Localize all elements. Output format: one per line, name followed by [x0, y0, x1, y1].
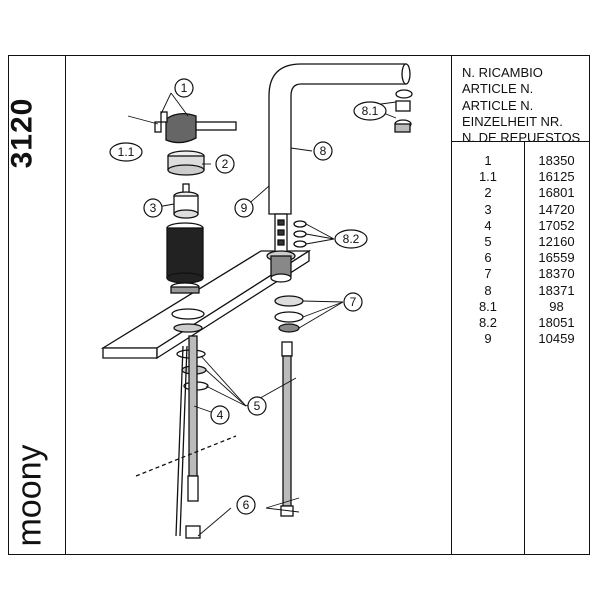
- title-column: 3120 moony: [5, 56, 66, 554]
- callout-markers: 1 1.1 2 3 9: [109, 78, 387, 515]
- parts-table-header: N. RICAMBIO ARTICLE N. ARTICLE N. EINZEL…: [452, 56, 589, 145]
- spout-washers: [274, 295, 304, 333]
- cover-ring: [167, 150, 205, 176]
- svg-text:1.1: 1.1: [118, 145, 135, 159]
- svg-text:8.2: 8.2: [343, 232, 360, 246]
- o-rings: [293, 220, 307, 248]
- header-line-fr: ARTICLE N.: [462, 81, 534, 97]
- header-line-de: EINZELHEIT NR.: [462, 113, 563, 129]
- parts-sheet: 3120 moony: [5, 55, 590, 555]
- threaded-rod: [175, 345, 188, 537]
- svg-text:5: 5: [254, 399, 261, 413]
- svg-text:8.1: 8.1: [362, 104, 379, 118]
- callout-2: 2: [215, 154, 235, 174]
- callout-7: 7: [343, 292, 363, 312]
- spout-base: [266, 213, 296, 283]
- callout-5: 5: [247, 396, 267, 416]
- callout-8-2: 8.2: [334, 229, 368, 249]
- callout-8-1: 8.1: [353, 101, 387, 121]
- supply-hose-right: [280, 341, 294, 517]
- svg-text:1: 1: [181, 81, 188, 95]
- product-code: 3120: [5, 97, 39, 169]
- svg-text:4: 4: [217, 408, 224, 422]
- callout-9: 9: [234, 198, 254, 218]
- callout-4: 4: [210, 405, 230, 425]
- parts-table: N. RICAMBIO ARTICLE N. ARTICLE N. EINZEL…: [451, 56, 589, 554]
- spout: [268, 63, 411, 215]
- handle-lever: [154, 111, 237, 144]
- callout-1-1: 1.1: [109, 142, 143, 162]
- exploded-diagram: 1 1.1 2 3 9: [66, 56, 451, 554]
- exploded-view-svg: 1 1.1 2 3 9: [100, 63, 413, 539]
- header-line-it: N. RICAMBIO: [462, 65, 543, 80]
- svg-text:9: 9: [241, 201, 248, 215]
- callout-3: 3: [143, 198, 163, 218]
- aerator: [394, 89, 413, 133]
- callout-8: 8: [313, 141, 333, 161]
- svg-text:2: 2: [222, 157, 229, 171]
- centre-line: [135, 435, 237, 477]
- supply-hose-left: [185, 335, 201, 539]
- product-name: moony: [10, 444, 49, 547]
- svg-text:6: 6: [243, 498, 250, 512]
- tap-body: [166, 222, 204, 294]
- callout-6: 6: [236, 495, 256, 515]
- header-line-es: N. DE REPUESTOS: [462, 130, 581, 146]
- header-line-en: ARTICLE N.: [462, 97, 534, 113]
- svg-text:7: 7: [350, 295, 357, 309]
- svg-text:8: 8: [320, 144, 327, 158]
- svg-text:3: 3: [150, 201, 157, 215]
- callout-1: 1: [174, 78, 194, 98]
- cartridge: [173, 183, 199, 219]
